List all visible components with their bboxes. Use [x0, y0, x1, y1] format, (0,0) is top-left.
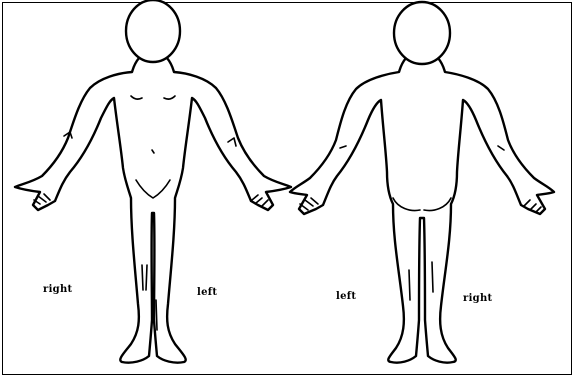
- back-body-outline: [290, 58, 554, 363]
- back-head-outline: [394, 2, 450, 64]
- front-left-side-label: left: [197, 287, 217, 298]
- back-knee-left-mark: [409, 270, 410, 300]
- front-body-figure: [15, 0, 291, 363]
- front-right-side-label: right: [43, 284, 72, 295]
- back-body-figure: [290, 2, 554, 363]
- front-body-outline: [15, 58, 291, 363]
- front-knee-right-mark: [156, 300, 157, 330]
- back-right-side-label: right: [463, 293, 492, 304]
- back-left-side-label: left: [336, 291, 356, 302]
- front-head-outline: [126, 0, 180, 62]
- back-knee-right-mark: [432, 262, 433, 292]
